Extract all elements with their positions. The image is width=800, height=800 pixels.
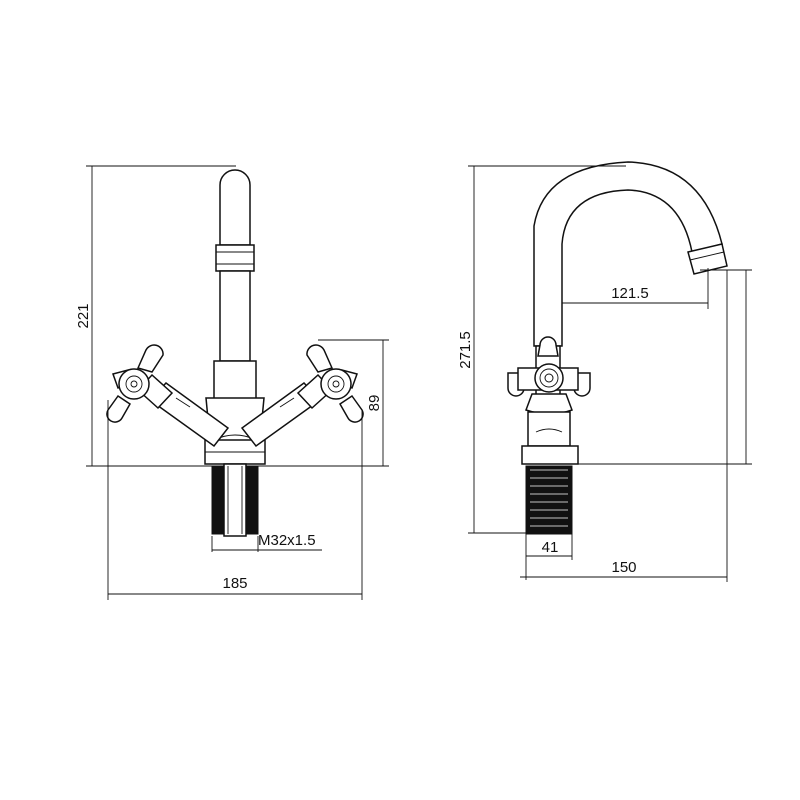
dim-label-thread: M32x1.5 [258, 532, 316, 549]
dim-label-89: 89 [366, 395, 383, 412]
side-valve-body [525, 393, 573, 415]
dim-label-185: 185 [222, 575, 247, 592]
dim-label-121-5: 121.5 [611, 285, 649, 302]
front-riser-collar [215, 244, 255, 272]
dim-label-150: 150 [611, 559, 636, 576]
front-threaded-shank [211, 463, 259, 537]
front-dim-221 [86, 165, 236, 467]
dim-label-221: 221 [75, 303, 92, 328]
side-view: 271.5 121.5 41 150 [457, 161, 752, 582]
front-dim-thread [211, 536, 322, 552]
dim-label-41: 41 [542, 539, 559, 556]
side-cross-handle [507, 336, 591, 397]
front-riser-lower [219, 270, 251, 362]
front-dim-185 [107, 400, 363, 600]
side-dim-150 [520, 270, 728, 582]
dim-label-271-5: 271.5 [457, 331, 474, 369]
side-dim-271-5 [468, 165, 626, 534]
side-dim-121-5 [562, 268, 709, 309]
front-view: 221 89 185 M32x1.5 [75, 165, 389, 600]
front-center-body [213, 360, 257, 402]
side-dim-spout-height [578, 269, 752, 465]
side-dim-41 [525, 534, 573, 580]
side-aerator [687, 243, 728, 275]
front-left-cross-handle [106, 344, 164, 423]
front-dim-89 [258, 339, 389, 467]
front-spout-riser [219, 169, 251, 246]
front-right-cross-handle [306, 344, 364, 423]
side-threaded-shank [525, 465, 573, 535]
